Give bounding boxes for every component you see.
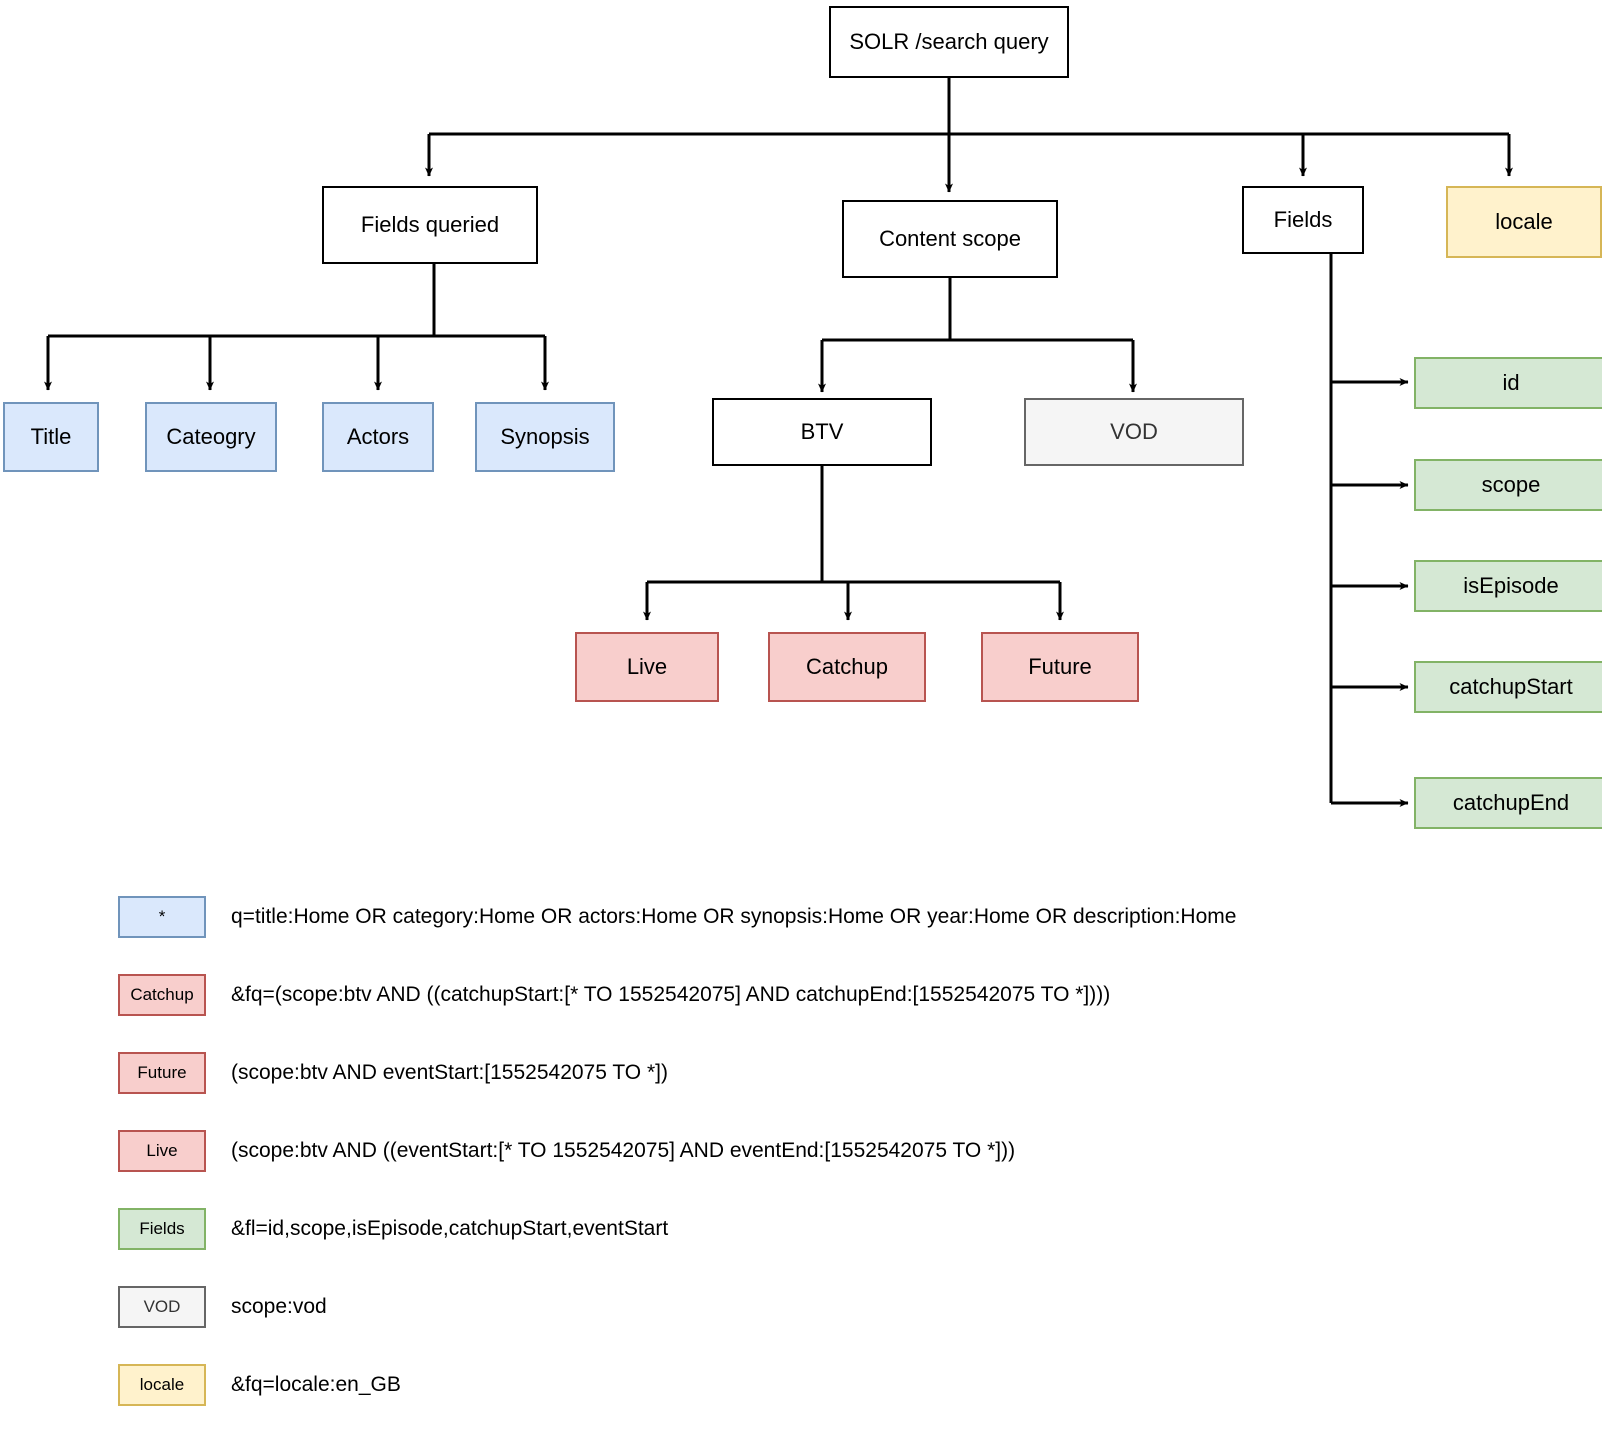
node-label: SOLR /search query (849, 29, 1049, 55)
legend-swatch-label: Fields (139, 1219, 185, 1238)
node-label: Title (30, 424, 72, 450)
legend-swatch-live[interactable]: Live (118, 1130, 206, 1172)
legend-swatch-catchup[interactable]: Catchup (118, 974, 206, 1016)
legend-row: * q=title:Home OR category:Home OR actor… (118, 896, 1518, 974)
legend: * q=title:Home OR category:Home OR actor… (118, 896, 1518, 1436)
node-solr-search-query[interactable]: SOLR /search query (829, 6, 1069, 78)
node-field-catchupstart[interactable]: catchupStart (1414, 661, 1602, 713)
node-cateogry[interactable]: Cateogry (145, 402, 277, 472)
legend-description: &fl=id,scope,isEpisode,catchupStart,even… (231, 1217, 669, 1240)
node-label: catchupStart (1449, 674, 1573, 700)
node-label: BTV (800, 419, 844, 445)
legend-row: Fields &fl=id,scope,isEpisode,catchupSta… (118, 1208, 1518, 1286)
node-content-scope[interactable]: Content scope (842, 200, 1058, 278)
legend-swatch-label: locale (139, 1375, 185, 1394)
node-label: id (1502, 370, 1520, 396)
legend-row: locale &fq=locale:en_GB (118, 1364, 1518, 1436)
node-btv[interactable]: BTV (712, 398, 932, 466)
node-label: Fields queried (360, 212, 500, 238)
node-label: locale (1495, 209, 1553, 235)
legend-description: (scope:btv AND ((eventStart:[* TO 155254… (231, 1139, 1016, 1162)
node-title[interactable]: Title (3, 402, 99, 472)
node-field-catchupend[interactable]: catchupEnd (1414, 777, 1602, 829)
legend-swatch-fields[interactable]: Fields (118, 1208, 206, 1250)
node-label: Fields (1273, 207, 1333, 233)
node-fields[interactable]: Fields (1242, 186, 1364, 254)
legend-swatch-label: Live (146, 1141, 178, 1160)
node-field-id[interactable]: id (1414, 357, 1602, 409)
legend-description: q=title:Home OR category:Home OR actors:… (231, 905, 1237, 928)
legend-swatch-label: * (158, 907, 166, 926)
node-label: catchupEnd (1452, 790, 1570, 816)
legend-row: VOD scope:vod (118, 1286, 1518, 1364)
node-label: Content scope (879, 226, 1021, 252)
node-fields-queried[interactable]: Fields queried (322, 186, 538, 264)
legend-swatch-any-field[interactable]: * (118, 896, 206, 938)
legend-swatch-label: VOD (143, 1297, 181, 1316)
node-label: Future (1028, 654, 1092, 680)
legend-swatch-label: Catchup (130, 985, 194, 1004)
node-live[interactable]: Live (575, 632, 719, 702)
node-label: Cateogry (166, 424, 256, 450)
node-label: Synopsis (500, 424, 590, 450)
node-future[interactable]: Future (981, 632, 1139, 702)
legend-description: scope:vod (231, 1295, 327, 1318)
legend-row: Live (scope:btv AND ((eventStart:[* TO 1… (118, 1130, 1518, 1208)
legend-swatch-locale[interactable]: locale (118, 1364, 206, 1406)
node-synopsis[interactable]: Synopsis (475, 402, 615, 472)
node-label: Live (626, 654, 668, 680)
node-field-scope[interactable]: scope (1414, 459, 1602, 511)
node-vod[interactable]: VOD (1024, 398, 1244, 466)
legend-swatch-future[interactable]: Future (118, 1052, 206, 1094)
node-label: isEpisode (1463, 573, 1559, 599)
legend-swatch-label: Future (137, 1063, 187, 1082)
node-label: Actors (346, 424, 410, 450)
node-locale[interactable]: locale (1446, 186, 1602, 258)
legend-swatch-vod[interactable]: VOD (118, 1286, 206, 1328)
legend-description: &fq=locale:en_GB (231, 1373, 401, 1396)
node-field-isepisode[interactable]: isEpisode (1414, 560, 1602, 612)
legend-row: Future (scope:btv AND eventStart:[155254… (118, 1052, 1518, 1130)
node-label: Catchup (806, 654, 888, 680)
legend-row: Catchup &fq=(scope:btv AND ((catchupStar… (118, 974, 1518, 1052)
node-label: VOD (1110, 419, 1158, 445)
node-label: scope (1481, 472, 1541, 498)
node-catchup[interactable]: Catchup (768, 632, 926, 702)
legend-description: (scope:btv AND eventStart:[1552542075 TO… (231, 1061, 668, 1084)
node-actors[interactable]: Actors (322, 402, 434, 472)
legend-description: &fq=(scope:btv AND ((catchupStart:[* TO … (231, 983, 1111, 1006)
